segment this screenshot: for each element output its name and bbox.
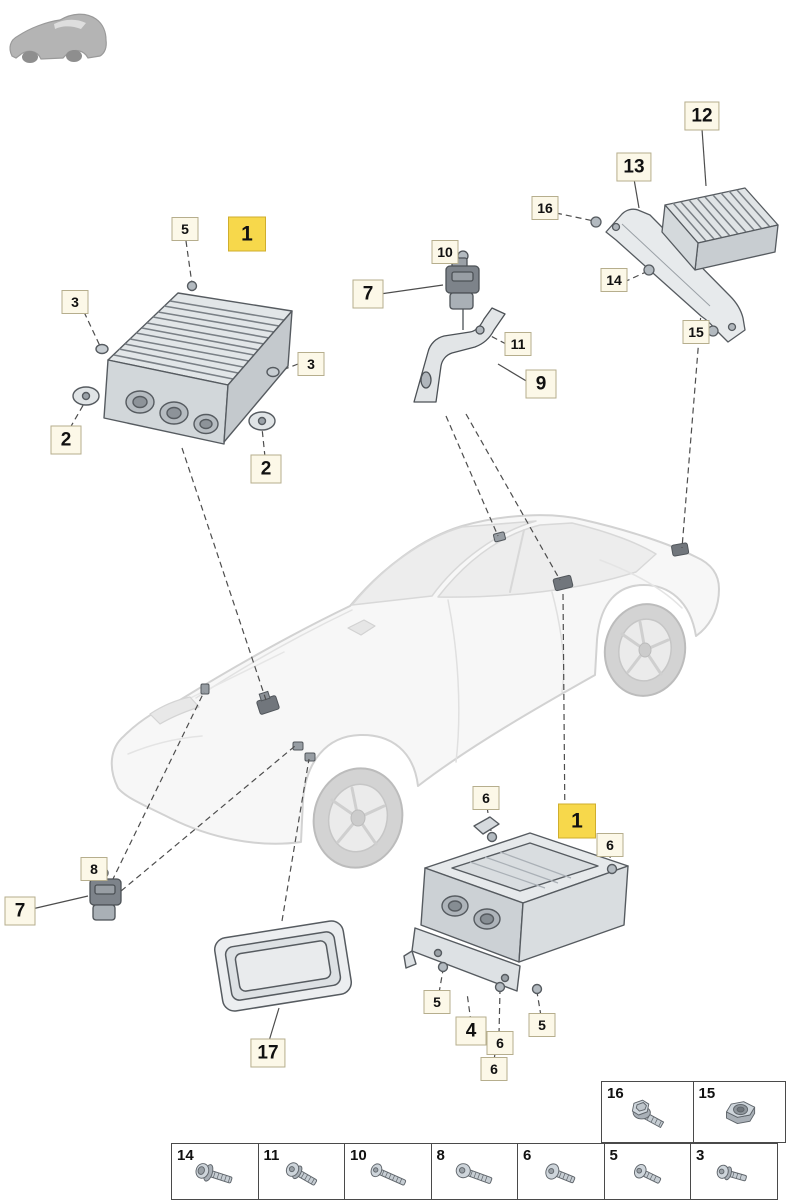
leader-line [279,363,299,372]
legend-cell-number: 5 [609,1147,618,1164]
leader-line [633,178,640,209]
side-windows [437,522,657,598]
leader-line [493,1040,498,1061]
legend-cell-15[interactable]: 15 [692,1081,786,1143]
legend-cell-5[interactable]: 5 [603,1143,692,1200]
legend-cell-11[interactable]: 11 [257,1143,346,1200]
oval-screw-icon [605,1150,691,1199]
callout-13[interactable]: 13 [616,152,652,182]
legend-cell-number: 16 [607,1085,624,1102]
car-mount-markers [200,531,690,762]
legend-cell-6[interactable]: 6 [517,1143,605,1200]
callout-16[interactable]: 16 [531,196,559,220]
legend-cell-number: 10 [350,1147,367,1164]
part-rear-control-unit-drawing [403,816,629,1044]
callout-6[interactable]: 6 [472,786,500,810]
leader-line [555,212,595,222]
leader-line [120,745,296,892]
callout-2[interactable]: 2 [250,454,282,484]
washer-screw-icon [172,1150,258,1199]
legend-cell-3[interactable]: 3 [690,1143,778,1200]
callout-15[interactable]: 15 [682,320,710,344]
leader-line [497,363,529,383]
leader-lines-layer [31,128,710,1061]
part-sensor-with-bracket-top-drawing [413,250,506,403]
leader-line [379,284,444,295]
windshield [351,520,537,606]
captive-washer-screw-icon [691,1150,777,1199]
leader-line [623,271,647,283]
legend-cell-8[interactable]: 8 [430,1143,519,1200]
side-mirror [347,619,376,636]
legend-cell-14[interactable]: 14 [171,1143,259,1200]
callout-5[interactable]: 5 [171,217,199,241]
leader-line [465,413,561,581]
callout-2[interactable]: 2 [50,425,82,455]
leader-line [185,240,193,285]
legend-cell-number: 15 [698,1085,716,1102]
leader-line [268,1007,280,1042]
headlight [149,696,200,725]
leader-line [498,989,501,1035]
callout-4[interactable]: 4 [455,1016,487,1046]
callout-1[interactable]: 1 [558,803,596,839]
rear-wheel [603,603,687,697]
round-head-screw-icon [432,1150,518,1199]
callout-6[interactable]: 6 [480,1057,508,1081]
legend-cell-number: 3 [696,1147,705,1164]
torx-screw-icon [259,1150,345,1199]
part-front-sensor-drawing [89,867,122,921]
legend-cell-number: 14 [177,1147,194,1164]
legend-cell-16[interactable]: 16 [601,1081,694,1143]
legend-row-2: 14 11 10 8 6 5 3 [171,1143,778,1200]
long-screw-icon [345,1150,431,1199]
car-outline-drawing [110,514,720,869]
leader-line [536,991,542,1017]
leader-line [181,447,267,701]
hex-flange-bolt-icon [602,1088,693,1142]
callout-14[interactable]: 14 [600,268,628,292]
callout-7[interactable]: 7 [4,896,36,926]
leader-line [69,401,86,429]
callout-8[interactable]: 8 [80,857,108,881]
part-front-control-unit-drawing [72,280,293,445]
callout-7[interactable]: 7 [352,279,384,309]
hex-nut-icon [694,1088,785,1142]
callout-17[interactable]: 17 [250,1038,286,1068]
car-thumbnail-icon [9,13,107,63]
leader-line [111,691,205,882]
callout-3[interactable]: 3 [61,290,89,314]
part-flat-module-drawing [213,920,353,1012]
leader-line [281,758,310,922]
leader-line [484,332,507,345]
part-rear-module-with-bracket-drawing [590,187,779,343]
callout-11[interactable]: 11 [504,332,532,356]
leader-line [701,128,707,187]
callout-10[interactable]: 10 [431,240,459,264]
callout-12[interactable]: 12 [684,101,720,131]
callout-1[interactable]: 1 [228,216,266,252]
leader-line [83,311,101,347]
callout-6[interactable]: 6 [486,1031,514,1055]
legend-cell-10[interactable]: 10 [344,1143,432,1200]
callout-6[interactable]: 6 [596,833,624,857]
callout-3[interactable]: 3 [297,352,325,376]
legend-cell-number: 8 [436,1147,445,1164]
leader-line [445,415,499,537]
leader-line [438,969,444,994]
pan-screw-icon [518,1150,604,1199]
callout-9[interactable]: 9 [525,369,557,399]
leader-line [261,427,266,458]
callout-5[interactable]: 5 [423,990,451,1014]
callout-5[interactable]: 5 [528,1013,556,1037]
leader-line [31,895,89,910]
legend-cell-number: 11 [263,1147,280,1164]
front-wheel [312,767,404,869]
legend-cell-number: 6 [523,1147,532,1164]
